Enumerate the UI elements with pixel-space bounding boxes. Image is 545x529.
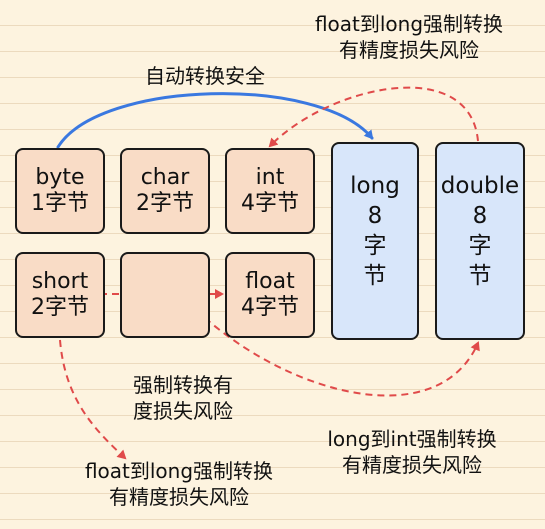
annotation-line: 度损失风险 xyxy=(133,399,233,423)
type-box-float: float 4字节 xyxy=(225,252,315,338)
type-name: char xyxy=(140,165,190,191)
type-size: 2字节 xyxy=(136,191,194,216)
arrow-float-to-double-risk xyxy=(204,317,480,397)
annotation-cast-risk-mid: 强制转换有 度损失风险 xyxy=(108,372,258,424)
type-size: 2字节 xyxy=(31,295,89,320)
type-box-int: int 4字节 xyxy=(225,148,315,234)
type-name: int xyxy=(255,165,285,191)
annotation-float-to-long-bottom: float到long强制转换 有精度损失风险 xyxy=(55,458,303,510)
type-name: double xyxy=(440,173,520,199)
type-box-byte: byte 1字节 xyxy=(15,148,105,234)
type-name: float xyxy=(245,269,295,295)
type-size: 8字节 xyxy=(468,202,492,289)
annotation-line: long到int强制转换 xyxy=(327,427,497,451)
type-name: byte xyxy=(35,165,85,191)
annotation-line: 有精度损失风险 xyxy=(109,485,249,509)
empty-box xyxy=(120,252,210,338)
arrow-short-to-bottom-note-risk xyxy=(59,339,127,460)
type-name: long xyxy=(350,173,400,199)
arrow-double-to-int-risk xyxy=(268,86,479,148)
type-size: 4字节 xyxy=(241,295,299,320)
annotation-line: float到long强制转换 xyxy=(314,12,504,36)
type-size: 8字节 xyxy=(363,202,387,289)
annotation-line: 有精度损失风险 xyxy=(342,453,482,477)
annotation-line: 自动转换安全 xyxy=(145,64,265,88)
type-box-double: double 8字节 xyxy=(435,142,525,340)
annotation-line: 有精度损失风险 xyxy=(339,38,479,62)
annotation-auto-safe: 自动转换安全 xyxy=(110,63,300,89)
type-name: short xyxy=(31,269,89,295)
annotation-line: float到long强制转换 xyxy=(84,459,274,483)
type-box-long: long 8字节 xyxy=(331,142,419,340)
arrow-byte-to-long-safe xyxy=(56,92,374,149)
annotation-line: 强制转换有 xyxy=(133,373,233,397)
type-box-char: char 2字节 xyxy=(120,148,210,234)
annotation-float-to-long-top: float到long强制转换 有精度损失风险 xyxy=(278,11,540,63)
type-size: 1字节 xyxy=(31,191,89,216)
type-box-short: short 2字节 xyxy=(15,252,105,338)
annotation-long-to-int: long到int强制转换 有精度损失风险 xyxy=(296,426,528,478)
type-size: 4字节 xyxy=(241,191,299,216)
